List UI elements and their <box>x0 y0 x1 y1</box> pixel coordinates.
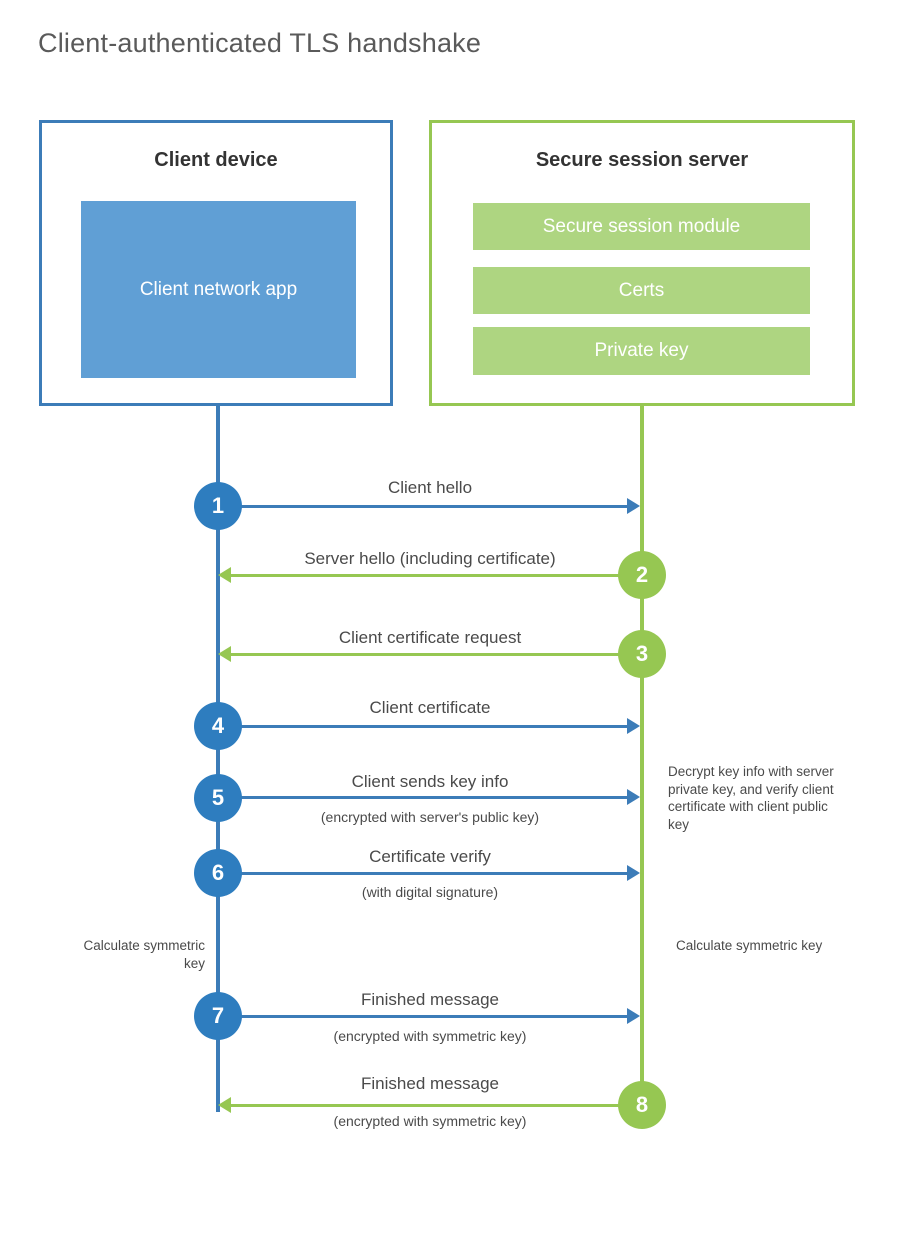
step-1-label: Client hello <box>387 478 473 497</box>
page-title: Client-authenticated TLS handshake <box>38 28 482 58</box>
step-3-number: 3 <box>635 641 649 666</box>
step-4-label: Client certificate <box>369 698 491 717</box>
step-7-arrow-line <box>218 1015 628 1018</box>
client-calculate-symmetric-key-annotation: Calculate symmetric key <box>83 938 205 971</box>
arrow-right-icon <box>627 498 640 514</box>
client-lifeline <box>216 406 220 1112</box>
client-network-app-block: Client network app <box>81 201 356 378</box>
step-4-number: 4 <box>211 713 225 738</box>
secure-session-server-title: Secure session server <box>535 149 749 171</box>
arrow-left-icon <box>218 567 231 583</box>
step-8-arrow-line <box>230 1104 642 1107</box>
step-2-number: 2 <box>635 562 649 587</box>
step-2-arrow-line <box>230 574 642 577</box>
step-3-label: Client certificate request <box>338 628 522 647</box>
arrow-left-icon <box>218 646 231 662</box>
server-lifeline <box>640 406 644 1106</box>
step-5-marker[interactable]: 5 <box>194 774 242 822</box>
secure-session-server-box: Secure session server Secure session mod… <box>429 120 855 406</box>
client-device-box: Client device Client network app <box>39 120 393 406</box>
step-7-number: 7 <box>211 1003 225 1028</box>
server-module-private-key: Private key <box>473 327 810 375</box>
step-6-marker[interactable]: 6 <box>194 849 242 897</box>
step-8-marker[interactable]: 8 <box>618 1081 666 1129</box>
step-8-number: 8 <box>635 1092 649 1117</box>
client-device-title: Client device <box>154 149 278 171</box>
step-5-label: Client sends key info <box>351 772 509 791</box>
step-7-sublabel: (encrypted with symmetric key) <box>333 1028 527 1044</box>
step-3-marker[interactable]: 3 <box>618 630 666 678</box>
step-3-arrow-line <box>230 653 642 656</box>
step-4-marker[interactable]: 4 <box>194 702 242 750</box>
server-module-label: Certs <box>618 279 665 301</box>
server-module-certs: Certs <box>473 267 810 314</box>
step-7-label: Finished message <box>361 990 499 1009</box>
step-6-sublabel: (with digital signature) <box>361 884 499 900</box>
server-module-label: Secure session module <box>542 215 741 237</box>
arrow-right-icon <box>627 1008 640 1024</box>
step-6-number: 6 <box>211 860 225 885</box>
step-7-marker[interactable]: 7 <box>194 992 242 1040</box>
arrow-right-icon <box>627 718 640 734</box>
client-network-app-label: Client network app <box>139 279 298 300</box>
step-8-label: Finished message <box>361 1074 499 1093</box>
arrow-left-icon <box>218 1097 231 1113</box>
arrow-right-icon <box>627 865 640 881</box>
step-6-label: Certificate verify <box>369 847 491 866</box>
step-1-number: 1 <box>211 493 225 518</box>
step-2-marker[interactable]: 2 <box>618 551 666 599</box>
server-calculate-symmetric-key-annotation: Calculate symmetric key <box>676 938 823 953</box>
step-1-marker[interactable]: 1 <box>194 482 242 530</box>
server-module-label: Private key <box>594 340 689 361</box>
step-5-arrow-line <box>218 796 628 799</box>
step-8-sublabel: (encrypted with symmetric key) <box>333 1113 527 1129</box>
step-2-label: Server hello (including certificate) <box>304 549 556 568</box>
step-1-arrow-line <box>218 505 628 508</box>
step-5-number: 5 <box>211 785 225 810</box>
step-5-sublabel: (encrypted with server's public key) <box>320 809 540 825</box>
server-decrypt-annotation: Decrypt key info with server private key… <box>668 764 834 832</box>
arrow-right-icon <box>627 789 640 805</box>
server-module-secure-session-module: Secure session module <box>473 203 810 250</box>
step-4-arrow-line <box>218 725 628 728</box>
step-6-arrow-line <box>218 872 628 875</box>
